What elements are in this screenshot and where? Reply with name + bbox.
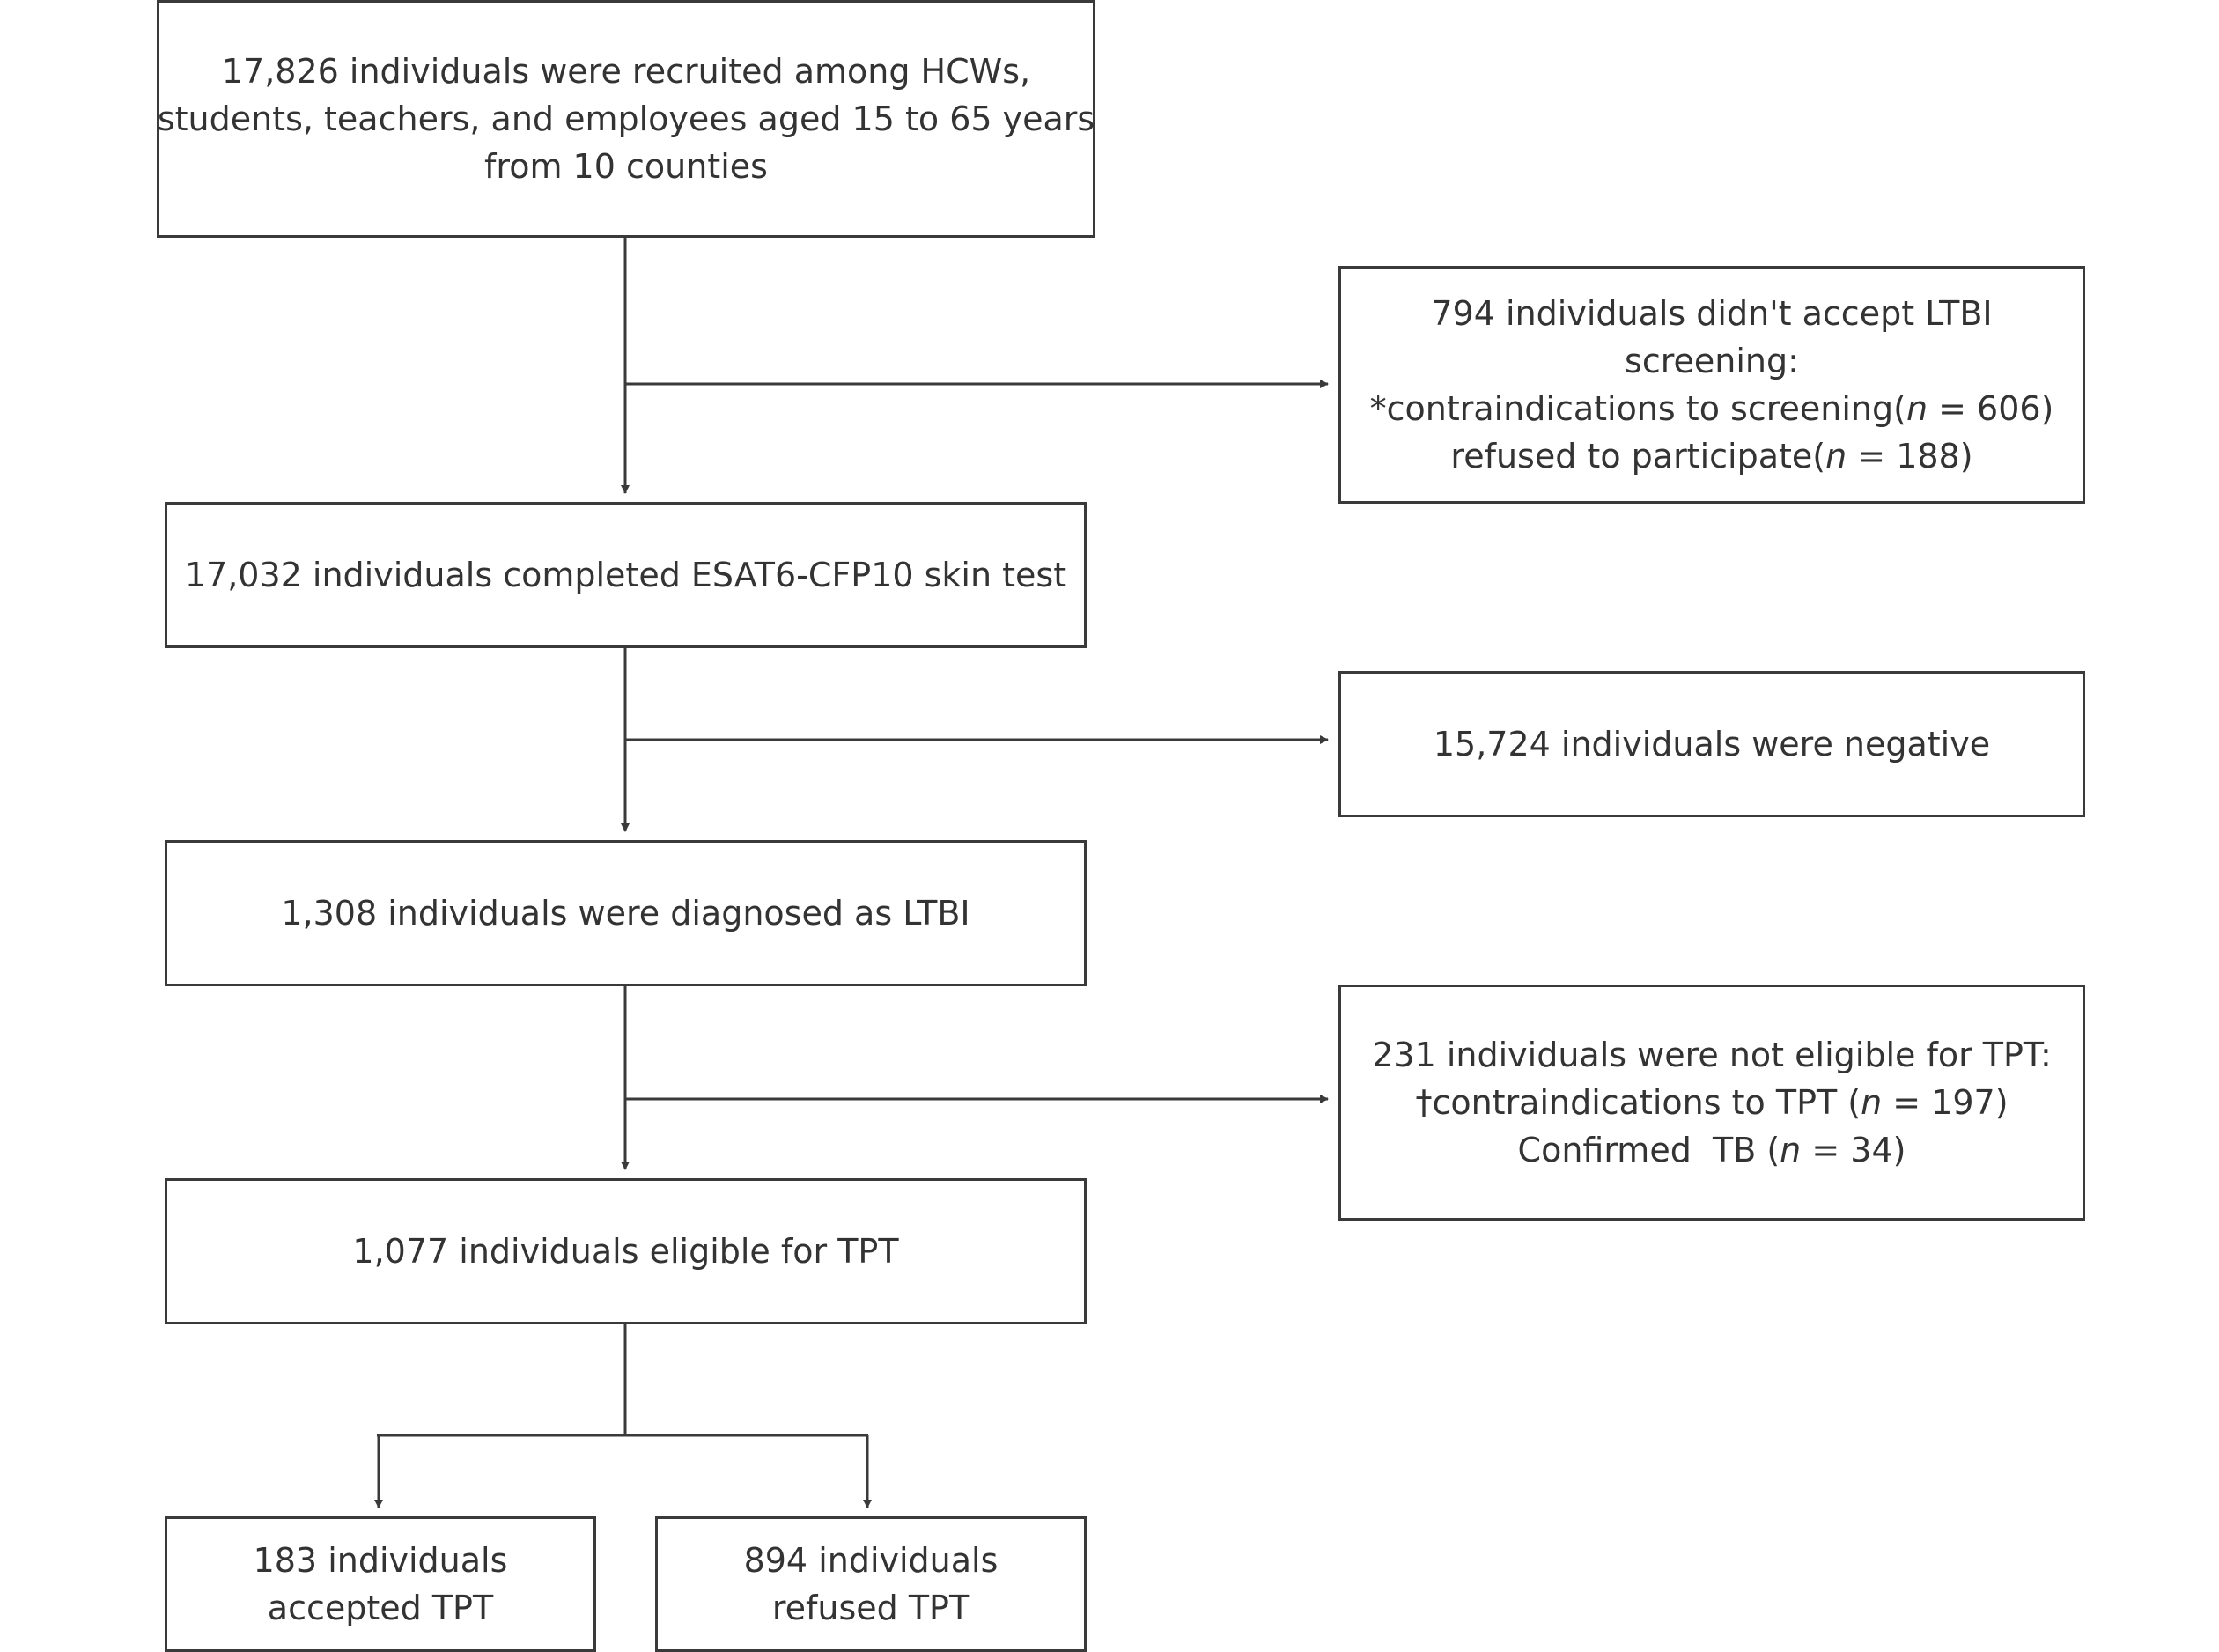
box-negative: 15,724 individuals were negative bbox=[1338, 671, 2085, 817]
box-diagnosed-line-1: 1,308 individuals were diagnosed as LTBI bbox=[281, 894, 970, 933]
box-refused: 894 individuals refused TPT bbox=[655, 1516, 1087, 1652]
box-not-eligible-line-3: Confirmed TB (n = 34) bbox=[1518, 1126, 1906, 1174]
box-not-eligible-line-2: †contraindications to TPT (n = 197) bbox=[1415, 1079, 2008, 1126]
box-completed-test: 17,032 individuals completed ESAT6-CFP10… bbox=[165, 502, 1087, 648]
contraindications-tpt-label: †contraindications to TPT ( bbox=[1415, 1083, 1861, 1122]
box-diagnosed: 1,308 individuals were diagnosed as LTBI bbox=[165, 840, 1087, 986]
box-eligible-line-1: 1,077 individuals eligible for TPT bbox=[352, 1232, 899, 1271]
box-eligible: 1,077 individuals eligible for TPT bbox=[165, 1178, 1087, 1324]
confirmed-tb-label: Confirmed TB ( bbox=[1517, 1131, 1780, 1169]
box-negative-line-1: 15,724 individuals were negative bbox=[1433, 725, 1991, 763]
refused-participate-label: refused to participate( bbox=[1450, 437, 1826, 476]
n-symbol: n bbox=[1825, 437, 1847, 476]
refused-participate-count: = 188) bbox=[1847, 437, 1973, 476]
box-recruited-line-3: from 10 counties bbox=[484, 147, 768, 186]
n-symbol: n bbox=[1861, 1083, 1883, 1122]
n-symbol: n bbox=[1780, 1131, 1802, 1169]
box-declined-screening: 794 individuals didn't accept LTBI scree… bbox=[1338, 266, 2085, 504]
box-refused-line-2: refused TPT bbox=[771, 1589, 970, 1627]
contraindications-screening-count: = 606) bbox=[1928, 389, 2054, 428]
box-refused-line-1: 894 individuals bbox=[743, 1541, 999, 1580]
box-recruited: 17,826 individuals were recruited among … bbox=[157, 0, 1095, 238]
box-recruited-line-1: 17,826 individuals were recruited among … bbox=[221, 52, 1031, 91]
contraindications-screening-label: *contraindications to screening( bbox=[1369, 389, 1906, 428]
box-completed-test-line-1: 17,032 individuals completed ESAT6-CFP10… bbox=[184, 556, 1067, 594]
box-declined-screening-line-3: *contraindications to screening(n = 606) bbox=[1370, 385, 2054, 432]
box-not-eligible: 231 individuals were not eligible for TP… bbox=[1338, 985, 2085, 1221]
box-declined-screening-line-4: refused to participate(n = 188) bbox=[1450, 432, 1972, 480]
confirmed-tb-count: = 34) bbox=[1801, 1131, 1906, 1169]
contraindications-tpt-count: = 197) bbox=[1882, 1083, 2009, 1122]
box-accepted: 183 individuals accepted TPT bbox=[165, 1516, 596, 1652]
box-declined-screening-line-2: screening: bbox=[1625, 342, 1799, 380]
n-symbol: n bbox=[1906, 389, 1928, 428]
box-accepted-line-1: 183 individuals bbox=[253, 1541, 508, 1580]
box-declined-screening-line-1: 794 individuals didn't accept LTBI bbox=[1431, 294, 1993, 333]
box-not-eligible-line-1: 231 individuals were not eligible for TP… bbox=[1372, 1036, 2052, 1074]
box-accepted-line-2: accepted TPT bbox=[267, 1589, 494, 1627]
box-recruited-line-2: students, teachers, and employees aged 1… bbox=[157, 100, 1095, 138]
